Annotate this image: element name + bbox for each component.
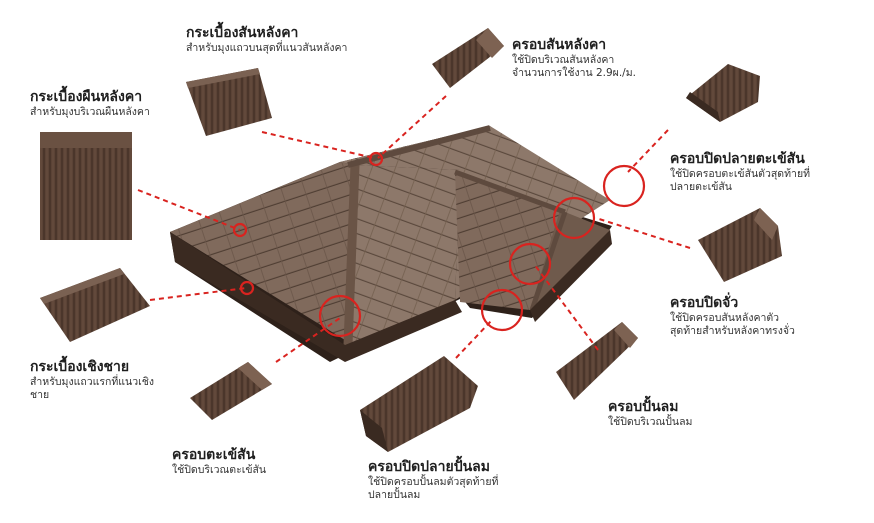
gable-end-cap-label: ครอบปิดปลายปั้นลม ใช้ปิดครอบปั้นลมตัวสุด…	[368, 458, 498, 502]
hip-cap-title: ครอบตะเข้สัน	[172, 447, 256, 463]
hip-end-cap-label: ครอบปิดปลายตะเข้สัน ใช้ปิดครอบตะเข้สันตั…	[670, 150, 810, 194]
roof-main	[170, 125, 612, 362]
hip-end-cap-title: ครอบปิดปลายตะเข้สัน	[670, 151, 805, 167]
ridge-tile-label: กระเบื้องสันหลังคา สำหรับมุงแถวบนสุดที่แ…	[186, 24, 347, 55]
gable-end-cap-desc: ใช้ปิดครอบปั้นลมตัวสุดท้ายที่	[368, 476, 499, 488]
hip-end-cap-desc: ใช้ปิดครอบตะเข้สันตัวสุดท้ายที่	[670, 168, 811, 180]
highlight-circles	[232, 151, 646, 338]
ridge-tile-desc: สำหรับมุงแถวบนสุดที่แนวสันหลังคา	[186, 42, 348, 54]
ridge-tile-image	[186, 68, 272, 136]
gable-cap-label: ครอบปั้นลม ใช้ปิดบริเวณปั้นลม	[608, 398, 692, 429]
hip-end-cap-desc2: ปลายตะเข้สัน	[670, 181, 732, 193]
ridge-cap-desc: ใช้ปิดบริเวณสันหลังคา	[512, 54, 615, 66]
field-tile-image	[40, 132, 132, 240]
ridge-tile-title: กระเบื้องสันหลังคา	[186, 25, 299, 41]
gable-end-cap-image	[360, 356, 478, 452]
hip-cap-image	[190, 362, 272, 420]
ridge-end-cap-desc2: สุดท้ายสำหรับหลังคาทรงจั่ว	[670, 325, 795, 337]
gable-cap-title: ครอบปั้นลม	[608, 399, 679, 415]
ridge-cap-title: ครอบสันหลังคา	[512, 37, 607, 53]
gable-cap-desc: ใช้ปิดบริเวณปั้นลม	[608, 416, 693, 428]
hip-end-cap-image	[686, 64, 760, 122]
eave-tile-image	[40, 268, 150, 342]
ridge-cap-label: ครอบสันหลังคา ใช้ปิดบริเวณสันหลังคา จำนว…	[512, 36, 636, 80]
eave-tile-desc: สำหรับมุงแถวแรกที่แนวเชิงชาย	[30, 376, 154, 401]
gable-cap-image	[556, 322, 638, 400]
ridge-end-cap-title: ครอบปิดจั่ว	[670, 295, 739, 311]
eave-tile-title: กระเบื้องเชิงชาย	[30, 359, 130, 375]
hip-cap-desc: ใช้ปิดบริเวณตะเข้สัน	[172, 464, 267, 476]
ridge-end-cap-label: ครอบปิดจั่ว ใช้ปิดครอบสันหลังคาตัว สุดท้…	[670, 294, 795, 338]
gable-end-cap-desc2: ปลายปั้นลม	[368, 489, 421, 501]
hip-cap-label: ครอบตะเข้สัน ใช้ปิดบริเวณตะเข้สัน	[172, 446, 266, 477]
gable-end-cap-title: ครอบปิดปลายปั้นลม	[368, 459, 490, 475]
leader-lines	[137, 95, 691, 363]
ridge-end-cap-image	[698, 208, 782, 282]
field-tile-desc: สำหรับมุงบริเวณผืนหลังคา	[30, 106, 150, 118]
field-tile-title: กระเบื้องผืนหลังคา	[30, 89, 143, 105]
eave-tile-label: กระเบื้องเชิงชาย สำหรับมุงแถวแรกที่แนวเช…	[30, 358, 160, 402]
field-tile-label: กระเบื้องผืนหลังคา สำหรับมุงบริเวณผืนหลั…	[30, 88, 150, 119]
ridge-end-cap-desc: ใช้ปิดครอบสันหลังคาตัว	[670, 312, 780, 324]
ridge-cap-image	[432, 28, 504, 88]
ridge-cap-usage: จำนวนการใช้งาน 2.9ผ./ม.	[512, 67, 636, 79]
